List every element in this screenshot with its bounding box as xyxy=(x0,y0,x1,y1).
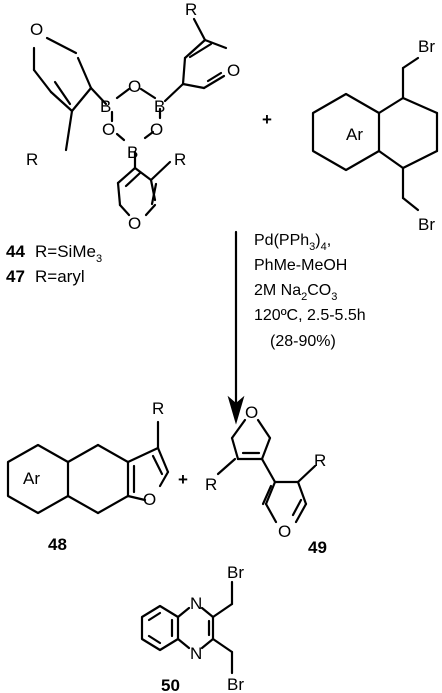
compound-number-49: 49 xyxy=(308,538,327,557)
reaction-arrow xyxy=(227,230,245,425)
condition-base: 2M Na2CO3 xyxy=(254,282,337,303)
atom-O: O xyxy=(102,120,115,139)
atom-R: R xyxy=(205,475,217,494)
atom-N: N xyxy=(190,594,202,613)
condition-catalyst: Pd(PPh3)4, xyxy=(254,232,331,253)
atom-Br: Br xyxy=(418,37,435,56)
atom-O: O xyxy=(245,403,258,422)
atom-Br: Br xyxy=(418,215,435,234)
bis-bromomethyl-arene: Ar Br Br xyxy=(311,37,439,234)
reaction-conditions: Pd(PPh3)4, PhMe-MeOH 2M Na2CO3 120ºC, 2.… xyxy=(254,232,366,350)
condition-temperature-time: 120ºC, 2.5-5.5h xyxy=(254,307,366,324)
compound-50-structure: N N Br Br xyxy=(140,563,244,693)
atom-B: B xyxy=(154,97,165,116)
atom-O: O xyxy=(128,214,141,233)
atom-O: O xyxy=(150,120,163,139)
compound-47-label: R=aryl xyxy=(35,267,85,286)
atom-R: R xyxy=(185,0,197,19)
atom-R: R xyxy=(26,150,38,169)
plus-sign: + xyxy=(262,110,272,129)
atom-B: B xyxy=(127,143,138,162)
atom-R: R xyxy=(174,150,186,169)
atom-O: O xyxy=(227,61,240,80)
atom-O: O xyxy=(143,490,156,509)
atom-R: R xyxy=(152,399,164,418)
compound-number-47: 47 xyxy=(6,267,25,286)
compound-number-48: 48 xyxy=(48,535,67,554)
atom-B: B xyxy=(100,97,111,116)
boroxine-structure: O R B O B O O B R O R O xyxy=(26,0,240,233)
atom-O: O xyxy=(278,522,291,541)
condition-yield: (28-90%) xyxy=(270,333,336,350)
atom-Br: Br xyxy=(227,675,244,693)
condition-solvent: PhMe-MeOH xyxy=(254,257,347,274)
atom-N: N xyxy=(190,644,202,663)
atom-R: R xyxy=(314,451,326,470)
product-48-structure: Ar O R xyxy=(6,399,170,515)
atom-Ar: Ar xyxy=(346,125,363,144)
atom-Ar: Ar xyxy=(23,469,40,488)
compound-number-44: 44 xyxy=(6,242,25,261)
compound-44-label: R=SiMe3 xyxy=(35,242,102,265)
atom-O: O xyxy=(128,77,141,96)
compound-number-50: 50 xyxy=(161,676,180,693)
atom-Br: Br xyxy=(227,563,244,582)
product-49-structure: O R R O xyxy=(205,403,326,541)
plus-sign: + xyxy=(178,470,188,489)
atom-O: O xyxy=(30,20,43,39)
